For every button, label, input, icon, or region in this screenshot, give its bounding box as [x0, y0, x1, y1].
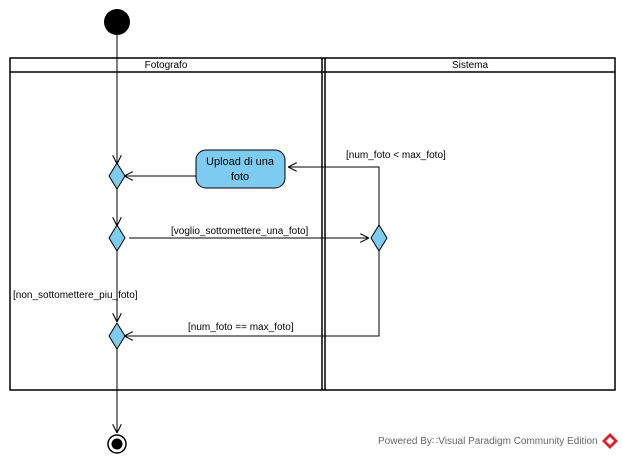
merge-node-bottom: [108, 322, 126, 350]
decision-node-submit: [108, 224, 126, 252]
swimlane-frame: [9, 57, 616, 391]
flow-system-check-to-final-merge: [125, 250, 380, 336]
visual-paradigm-logo-icon: [602, 433, 618, 449]
guard-num-foto-equal: [num_foto == max_foto]: [188, 322, 294, 333]
action-upload-foto-label-line1: Upload di una: [206, 156, 275, 168]
flow-system-check-to-upload: [289, 167, 380, 226]
guard-num-foto-less: [num_foto < max_foto]: [346, 150, 446, 161]
final-node: [107, 434, 127, 454]
decision-node-system-check: [370, 224, 388, 252]
merge-node-top: [108, 162, 126, 190]
swimlane-title-fotografo: Fotografo: [145, 60, 188, 71]
action-upload-foto-label-line2: foto: [231, 171, 249, 183]
action-upload-foto: [195, 149, 286, 189]
initial-node: [104, 9, 130, 35]
swimlane-title-sistema: Sistema: [452, 60, 489, 71]
powered-by-watermark: Powered By∷Visual Paradigm Community Edi…: [378, 436, 598, 447]
guard-non-sottomettere: [non_sottomettere_piu_foto]: [13, 290, 138, 301]
guard-voglio-sottomettere: [voglio_sottomettere_una_foto]: [171, 226, 309, 237]
